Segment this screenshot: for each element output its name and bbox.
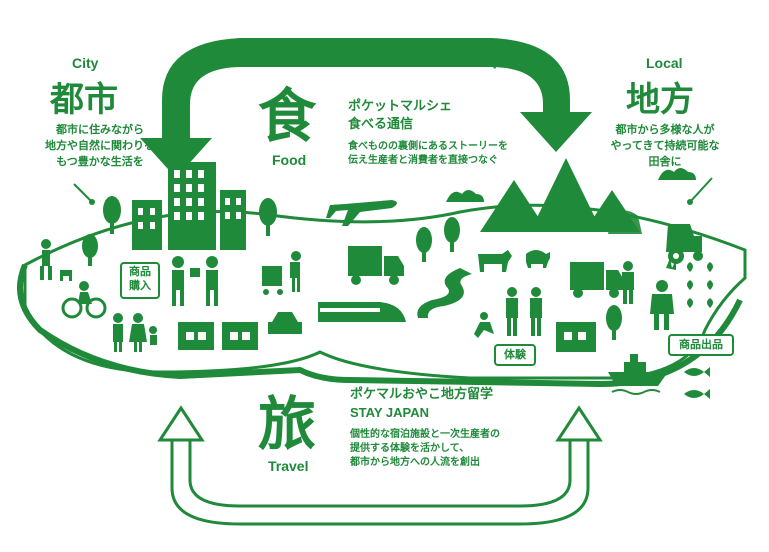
travel-service-title: ポケマルおやこ地方留学 STAY JAPAN (350, 386, 493, 422)
tree-icons (82, 196, 622, 340)
tractor-icon (666, 224, 703, 264)
food-desc-line-2: 伝え生産者と消費者を直接つなぐ (348, 155, 498, 166)
city-title: 都市 (50, 80, 118, 120)
pig-icon (526, 250, 550, 268)
city-pointer-line (73, 183, 93, 203)
vehicle-icons (268, 200, 624, 334)
local-people-icons (474, 258, 676, 338)
arrow-head-left (140, 138, 212, 178)
food-cycle-arrow (140, 38, 592, 178)
city-houses (178, 322, 258, 350)
city-desc-line-3: もつ豊かな生活を (56, 155, 144, 168)
arrow-head-right (520, 112, 592, 152)
local-house (556, 322, 596, 352)
local-en-label: Local (646, 55, 683, 71)
city-desc-line-1: 都市に住みながら (56, 123, 144, 136)
travel-desc-line-1: 個性的な宿泊施設と一次生産者の (350, 429, 500, 440)
city-desc-line-2: 地方や自然に関わりを (45, 139, 155, 152)
travel-kanji: 旅 (258, 390, 317, 458)
purchase-label: 商品 購入 (120, 262, 160, 299)
food-title-line-2: 食べる通信 (348, 117, 414, 132)
local-description: 都市から多様な人が やってきて持続可能な 田舎に (600, 122, 730, 170)
food-title-line-1: ポケットマルシェ (348, 99, 453, 114)
river-icon (417, 268, 472, 318)
food-desc-line-1: 食べものの裏側にあるストーリーを (348, 141, 508, 152)
birds-icon (480, 53, 535, 69)
travel-en-label: Travel (268, 458, 309, 474)
local-desc-line-2: やってきて持続可能な (610, 139, 720, 152)
listing-label: 商品出品 (668, 334, 734, 356)
airplane-icon (326, 200, 397, 226)
cow-icon (478, 250, 512, 272)
travel-cycle-arrow (157, 405, 603, 526)
food-kanji: 食 (258, 82, 317, 150)
city-en-label: City (72, 55, 99, 71)
city-buildings (132, 162, 246, 250)
car-icon (268, 312, 302, 334)
local-desc-line-3: 田舎に (648, 155, 682, 168)
local-pointer-line (689, 177, 713, 203)
local-desc-line-1: 都市から多様な人が (615, 123, 715, 136)
crop-icons (687, 262, 713, 308)
fish-icons (684, 367, 710, 399)
food-service-title: ポケットマルシェ 食べる通信 (348, 98, 452, 134)
travel-description: 個性的な宿泊施設と一次生産者の 提供する体験を活かして、 都市から地方への人流を… (350, 428, 500, 470)
mountain-icons (446, 158, 696, 234)
purchase-label-line-2: 購入 (129, 279, 151, 292)
ship-icon (608, 354, 668, 395)
local-title: 地方 (626, 80, 694, 120)
purchase-label-line-1: 商品 (129, 265, 151, 278)
city-people-icons (40, 239, 301, 352)
experience-label: 体験 (494, 344, 536, 366)
farm-animal-icons (478, 250, 550, 272)
travel-title-line-1: ポケマルおやこ地方留学 (350, 387, 494, 402)
land-base (17, 203, 747, 388)
city-description: 都市に住みながら 地方や自然に関わりを もつ豊かな生活を (36, 122, 164, 170)
food-description: 食べものの裏側にあるストーリーを 伝え生産者と消費者を直接つなぐ (348, 140, 508, 168)
travel-desc-line-2: 提供する体験を活かして、 (350, 443, 470, 454)
travel-title-line-2: STAY JAPAN (350, 405, 429, 420)
food-en-label: Food (272, 152, 307, 168)
truck-icon (348, 246, 404, 276)
travel-desc-line-3: 都市から地方への人流を創出 (350, 457, 480, 468)
